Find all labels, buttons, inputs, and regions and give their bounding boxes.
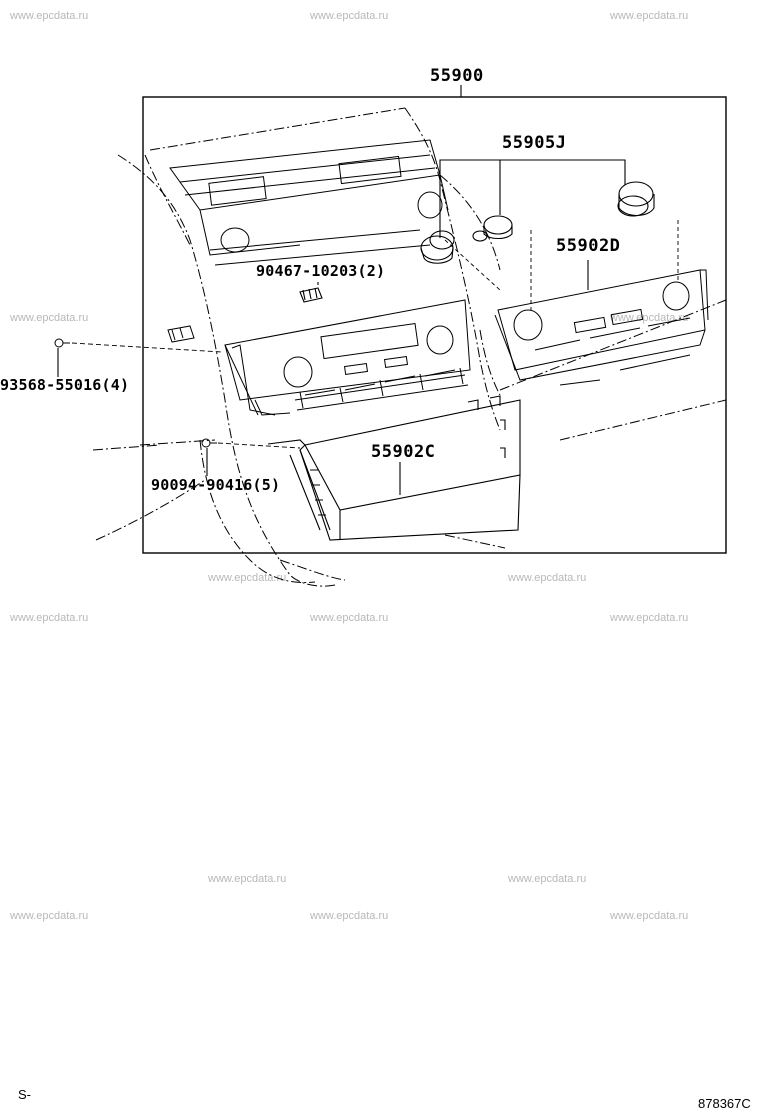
part-label-90467-10203: 90467-10203(2) (256, 262, 386, 280)
watermark: www.epcdata.ru (208, 572, 287, 584)
part-label-55902d: 55902D (556, 236, 621, 256)
watermark: www.epcdata.ru (610, 312, 689, 324)
dashboard-outline (92, 107, 727, 587)
part-label-55900: 55900 (430, 66, 484, 86)
watermark: www.epcdata.ru (310, 10, 389, 22)
watermark: www.epcdata.ru (610, 910, 689, 922)
watermark: www.epcdata.ru (508, 873, 587, 885)
watermark: www.epcdata.ru (310, 612, 389, 624)
leader-dashed (217, 442, 301, 449)
watermark: www.epcdata.ru (508, 572, 587, 584)
part-label-55905j: 55905J (502, 133, 567, 153)
screw-icon (201, 438, 217, 448)
knob-icon (472, 215, 513, 242)
watermark: www.epcdata.ru (10, 312, 89, 324)
phantom-guides (444, 220, 679, 310)
footer-code: S- (18, 1087, 31, 1102)
watermark: www.epcdata.ru (610, 10, 689, 22)
watermark: www.epcdata.ru (208, 873, 287, 885)
knob-icon (420, 230, 455, 264)
assembly-frame (142, 96, 727, 554)
clip-icon (167, 325, 195, 343)
watermark: www.epcdata.ru (610, 612, 689, 624)
climate-control-panel (224, 299, 471, 416)
leader-dashed (71, 342, 223, 353)
clip-icon (299, 287, 323, 303)
control-panel-55902d (494, 269, 709, 386)
air-vent (169, 139, 449, 266)
watermark: www.epcdata.ru (310, 910, 389, 922)
part-label-55902c: 55902C (371, 442, 436, 462)
knob-icon (617, 181, 655, 217)
watermark: www.epcdata.ru (10, 10, 89, 22)
lower-bezel-55902c (267, 395, 521, 541)
part-label-93568-55016: 93568-55016(4) (0, 376, 130, 394)
illustration-id: 878367C (698, 1096, 751, 1111)
screw-icon (54, 338, 70, 348)
leader-55905J (439, 159, 626, 238)
watermark: www.epcdata.ru (10, 910, 89, 922)
part-label-90094-90416: 90094-90416(5) (151, 476, 281, 494)
watermark: www.epcdata.ru (10, 612, 89, 624)
